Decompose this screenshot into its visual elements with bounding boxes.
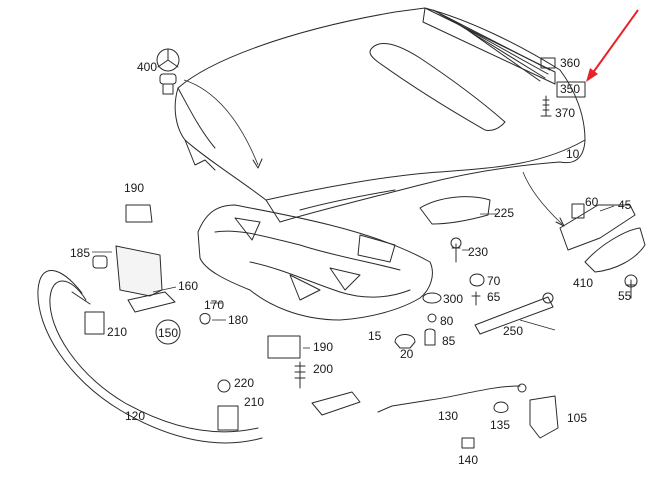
part-label-190-bottom: 190 bbox=[313, 340, 333, 354]
part-label-160: 160 bbox=[178, 279, 198, 293]
hood-latch bbox=[71, 204, 211, 335]
hinge-bracket bbox=[419, 196, 491, 263]
star-emblem bbox=[156, 48, 263, 169]
part-label-185: 185 bbox=[70, 246, 90, 260]
part-label-80: 80 bbox=[440, 314, 454, 328]
hood-hinge bbox=[522, 171, 646, 299]
release-cable bbox=[37, 270, 263, 444]
part-label-65: 65 bbox=[487, 290, 501, 304]
part-label-300: 300 bbox=[443, 292, 463, 306]
part-label-120: 120 bbox=[125, 409, 145, 423]
part-label-150-circle bbox=[155, 319, 181, 345]
part-label-200: 200 bbox=[313, 362, 333, 376]
lower-latch bbox=[217, 335, 361, 431]
part-label-250: 250 bbox=[503, 324, 523, 338]
leader-lines bbox=[92, 205, 615, 349]
highlight-arrow bbox=[586, 9, 639, 82]
part-label-400: 400 bbox=[137, 60, 157, 74]
part-label-130: 130 bbox=[438, 409, 458, 423]
part-label-350: 350 bbox=[560, 82, 580, 96]
part-label-150: 150 bbox=[158, 326, 178, 340]
rear-cable bbox=[377, 383, 559, 449]
part-label-45: 45 bbox=[618, 198, 632, 212]
part-label-20: 20 bbox=[400, 347, 414, 361]
part-label-135: 135 bbox=[490, 418, 510, 432]
gas-strut bbox=[394, 273, 554, 349]
hood-insulation bbox=[197, 204, 433, 321]
part-label-370: 370 bbox=[555, 106, 575, 120]
part-label-360: 360 bbox=[560, 56, 580, 70]
part-label-170: 170 bbox=[204, 298, 224, 312]
part-label-140: 140 bbox=[458, 453, 478, 467]
part-label-210-left: 210 bbox=[107, 325, 127, 339]
part-label-70: 70 bbox=[487, 274, 501, 288]
part-label-410: 410 bbox=[573, 276, 593, 290]
part-label-105: 105 bbox=[567, 411, 587, 425]
part-label-190-top: 190 bbox=[124, 181, 144, 195]
part-label-180: 180 bbox=[228, 313, 248, 327]
part-label-210-bottom: 210 bbox=[244, 395, 264, 409]
part-label-10: 10 bbox=[566, 147, 580, 161]
part-label-15: 15 bbox=[368, 329, 382, 343]
washer-clip-parts bbox=[540, 57, 586, 117]
part-label-230: 230 bbox=[468, 245, 488, 259]
part-number-labels: 10 15 20 45 55 60 65 70 80 85 105 120 13… bbox=[70, 56, 632, 467]
part-label-60: 60 bbox=[585, 195, 599, 209]
part-label-220: 220 bbox=[234, 376, 254, 390]
part-label-55: 55 bbox=[618, 289, 632, 303]
part-label-85: 85 bbox=[442, 334, 456, 348]
part-label-225: 225 bbox=[494, 206, 514, 220]
hood bbox=[174, 7, 586, 223]
